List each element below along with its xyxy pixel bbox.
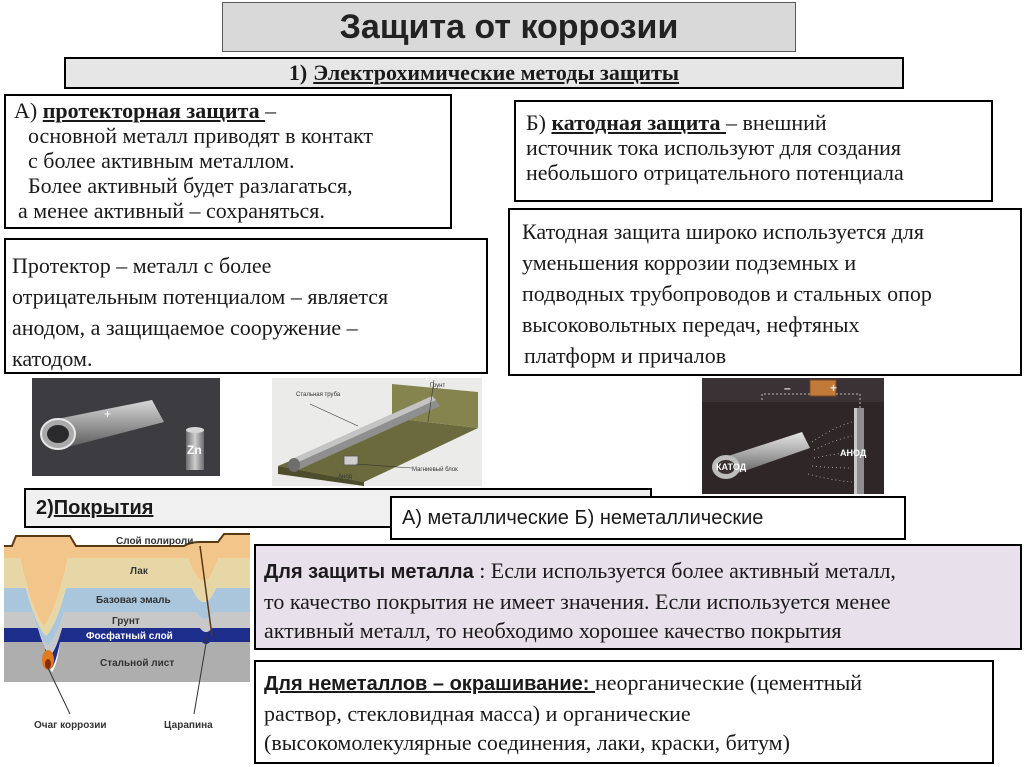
section-1-label: Электрохимические методы защиты <box>313 60 680 85</box>
minus-sign: – <box>784 381 791 395</box>
cathodic-usage-box: Катодная защита широко используется для … <box>508 208 1022 376</box>
section-1-heading: 1) Электрохимические методы защиты <box>64 57 904 89</box>
cathodic-usage-line: платформ и причалов <box>524 343 727 368</box>
metal-protect-first-line: Для защиты металла : Если используется б… <box>264 558 896 583</box>
section-1-number: 1) <box>288 60 308 85</box>
box-a-line: с более активным металлом. <box>28 148 295 173</box>
anode-label: Анод <box>338 474 353 480</box>
zinc-protector-illustration: Zn + <box>32 378 220 476</box>
protector-line: отрицательным потенциалом – является <box>12 284 389 309</box>
cathodic-usage-line: подводных трубопроводов и стальных опор <box>522 281 932 306</box>
coating-types-text: А) металлические Б) неметаллические <box>402 506 764 529</box>
buried-pipe-svg: Стальная труба Грунт Магниевый блок Анод <box>272 378 482 486</box>
title-text: Защита от коррозии <box>339 7 679 46</box>
anode-label: АНОД <box>840 448 867 458</box>
protector-term: протекторная защита <box>42 98 266 123</box>
cathodic-usage-line: Катодная защита широко используется для <box>522 219 925 244</box>
zn-label: Zn <box>187 443 202 457</box>
magnesium-block-label: Магниевый блок <box>412 466 458 473</box>
protector-line: Протектор – металл с более <box>12 253 272 278</box>
coating-layers-svg: Слой полироли Лак Базовая эмаль Грунт Фо… <box>4 532 250 764</box>
coating-layers-illustration: Слой полироли Лак Базовая эмаль Грунт Фо… <box>4 532 250 764</box>
phosphate-layer-label: Фосфатный слой <box>86 630 173 642</box>
cathodic-anode-illustration: – + КАТОД АНОД <box>702 378 884 494</box>
steel-sheet-label: Стальной лист <box>100 658 174 669</box>
nonmetal-line: (высокомолекулярные соединения, лаки, кр… <box>264 730 790 755</box>
cathodic-usage-line: уменьшения коррозии подземных и <box>522 250 857 275</box>
metal-protect-term: Для защиты металла <box>264 561 474 583</box>
protector-line: анодом, а защищаемое сооружение – <box>12 315 358 340</box>
box-a-line: а менее активный – сохраняться. <box>18 198 325 223</box>
cathodic-protection-box: Б) катодная защита – внешний источник то… <box>514 100 993 202</box>
pipe-label: Стальная труба <box>296 392 341 398</box>
box-a-first-line: А) протекторная защита – <box>14 98 277 123</box>
cathodic-anode-svg: – + КАТОД АНОД <box>702 378 884 494</box>
plus-sign: + <box>104 407 111 421</box>
cathode-label: КАТОД <box>716 462 747 472</box>
soil-label: Грунт <box>430 383 445 389</box>
cathodic-usage-line: высоковольтных передач, нефтяных <box>522 312 860 337</box>
metal-coating-box: Для защиты металла : Если используется б… <box>254 544 1022 650</box>
nonmetal-first-line: Для неметаллов – окрашивание: неорганиче… <box>264 670 863 695</box>
box-a-line: Более активный будет разлагаться, <box>28 173 353 198</box>
protector-line: катодом. <box>12 346 93 371</box>
polish-layer-label: Слой полироли <box>116 536 193 547</box>
cathodic-term: катодная защита <box>551 110 726 135</box>
nonmetal-coating-box: Для неметаллов – окрашивание: неорганиче… <box>254 660 994 764</box>
nonmetal-line: раствор, стекловидная масса) и органичес… <box>264 701 691 726</box>
buried-pipe-illustration: Стальная труба Грунт Магниевый блок Анод <box>272 378 482 486</box>
protector-definition-box: Протектор – металл с более отрицательным… <box>4 238 488 374</box>
box-b-line: небольшого отрицательного потенциала <box>526 160 904 185</box>
section-2-label: Покрытия <box>53 496 154 519</box>
slide-title: Защита от коррозии <box>222 2 796 52</box>
zinc-protector-svg: Zn + <box>32 378 220 476</box>
section-2-number: 2) <box>36 496 54 519</box>
metal-protect-line: активный металл, то необходимо хорошее к… <box>264 618 842 643</box>
lacquer-layer-label: Лак <box>130 566 149 577</box>
metal-protect-line: то качество покрытия не имеет значения. … <box>264 589 891 614</box>
box-a-line: основной металл приводят в контакт <box>28 123 373 148</box>
corrosion-spot-label: Очаг коррозии <box>34 720 107 731</box>
nonmetal-term: Для неметаллов – окрашивание: <box>264 673 595 695</box>
plus-sign: + <box>830 381 837 395</box>
coating-types-box: А) металлические Б) неметаллические <box>390 496 906 540</box>
primer-layer-label: Грунт <box>112 616 140 627</box>
enamel-layer-label: Базовая эмаль <box>96 595 171 606</box>
box-b-line: источник тока используют для создания <box>526 135 902 160</box>
protector-protection-box: А) протекторная защита – основной металл… <box>4 94 452 229</box>
box-b-first-line: Б) катодная защита – внешний <box>526 110 827 135</box>
scratch-label: Царапина <box>164 720 213 731</box>
